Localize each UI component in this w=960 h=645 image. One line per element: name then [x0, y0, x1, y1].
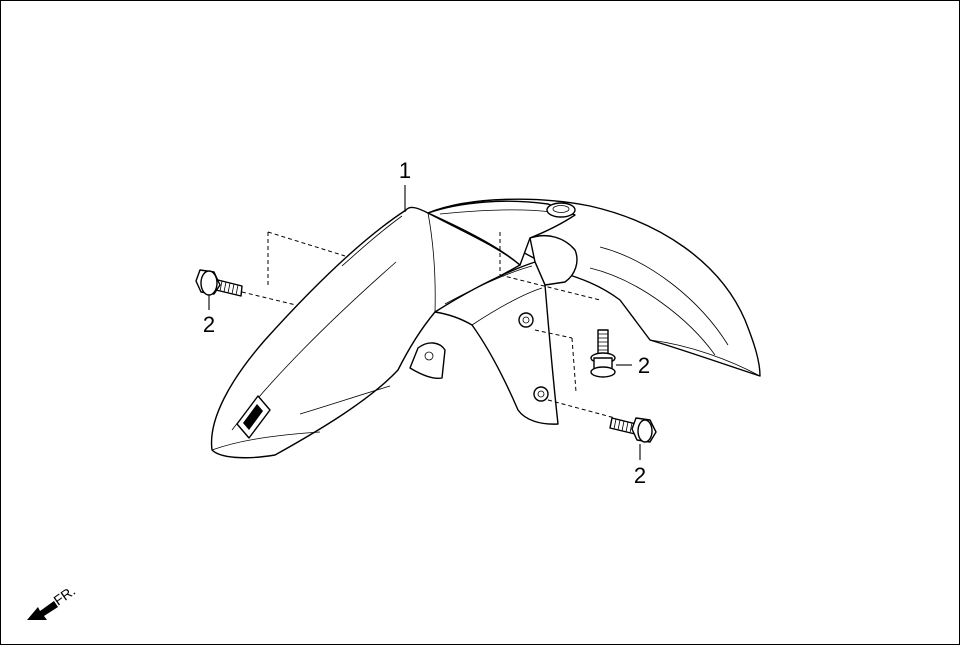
- callout-bolt-middle: 2: [638, 353, 650, 378]
- front-direction-indicator: FR.: [27, 582, 78, 620]
- callout-bolt-left: 2: [203, 312, 215, 337]
- flange-bolt-lower: [609, 417, 657, 460]
- flange-bolt-left: [195, 269, 243, 310]
- flange-bolt-middle: [590, 329, 632, 378]
- callout-bolt-lower: 2: [634, 463, 646, 488]
- callout-fender: 1: [399, 158, 411, 183]
- front-fender: [210, 198, 761, 459]
- front-direction-arrow-icon: [27, 601, 58, 620]
- assembly-guide-lines: [241, 231, 616, 419]
